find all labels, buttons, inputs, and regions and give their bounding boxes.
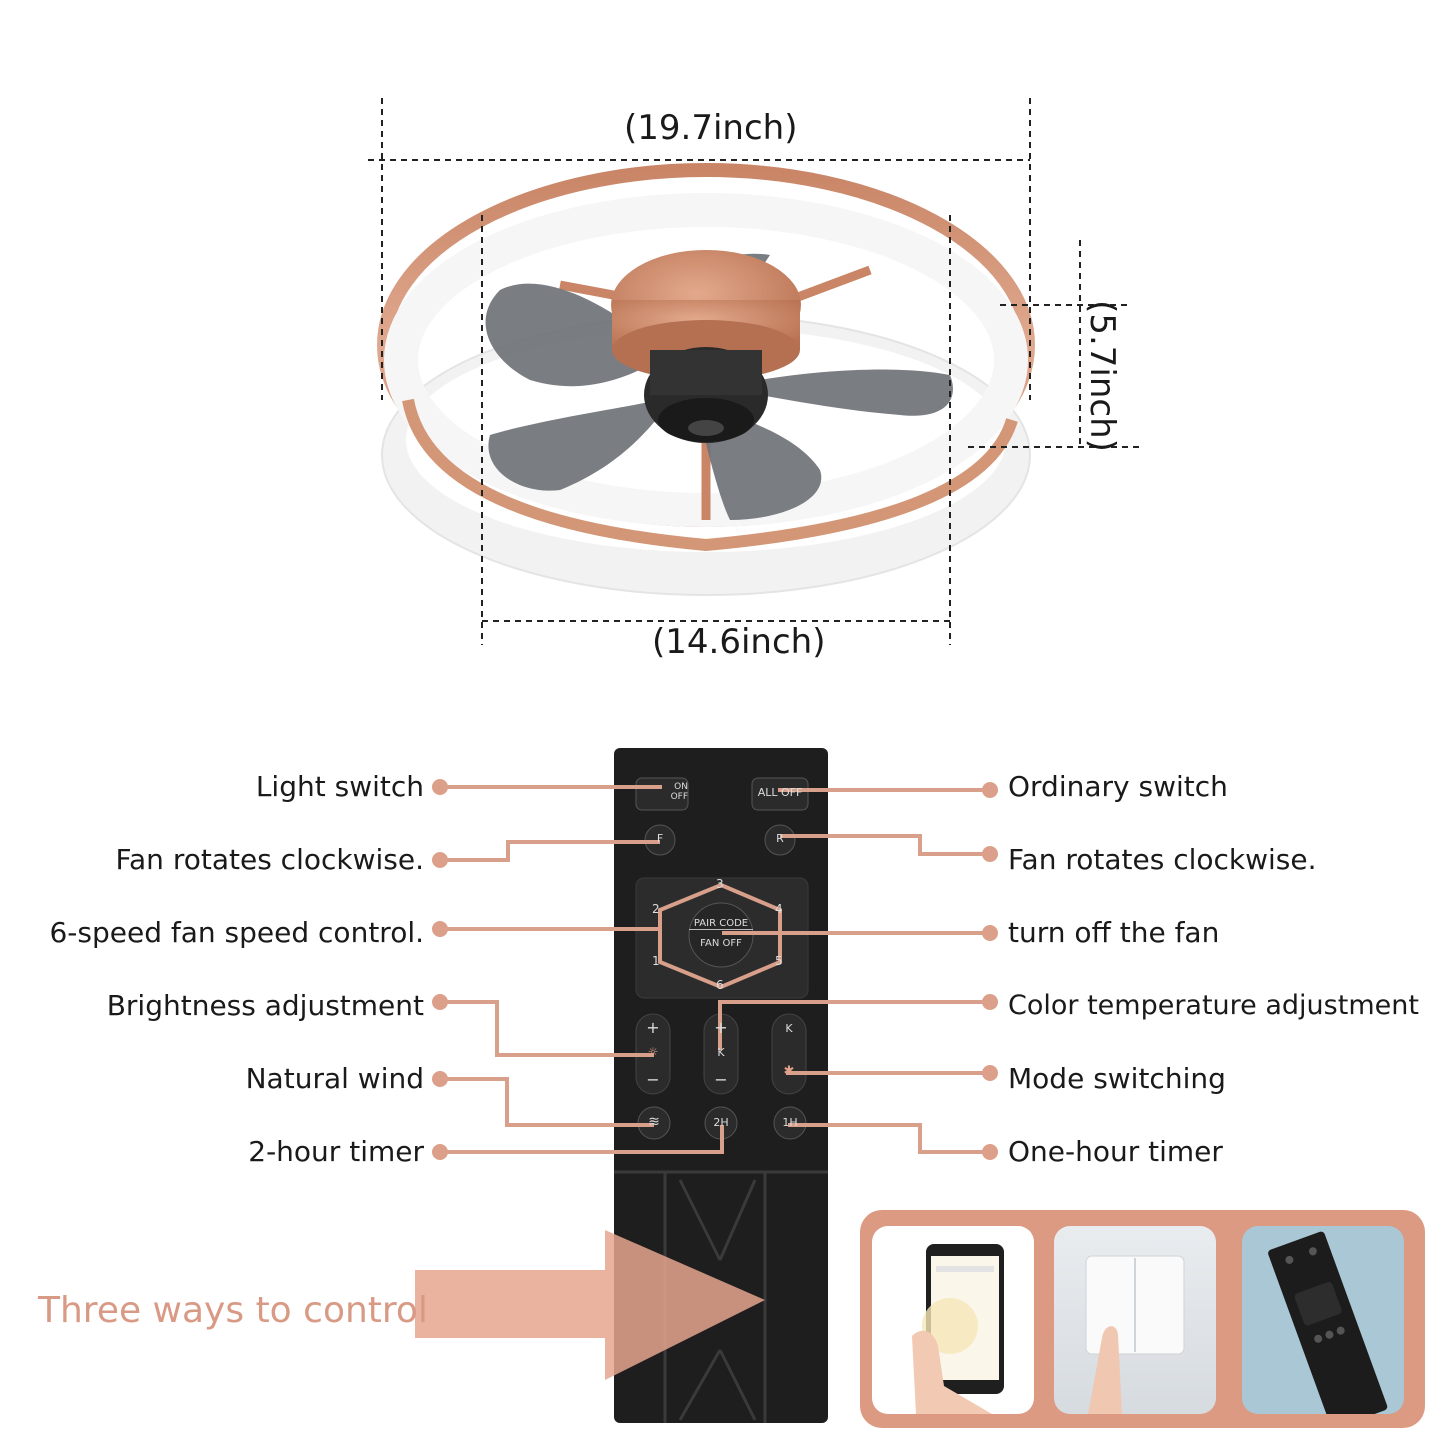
callout-speed-control: 6-speed fan speed control.: [49, 916, 424, 949]
dimension-lines: [368, 98, 1142, 645]
callout-fan-clockwise-right: Fan rotates clockwise.: [1008, 843, 1317, 876]
control-methods-panel: [860, 1210, 1425, 1428]
inner-width-label: (14.6inch): [652, 622, 826, 662]
color-temp-label: K: [717, 1046, 725, 1059]
speed-6-button[interactable]: 6: [716, 978, 724, 992]
speed-3-button[interactable]: 3: [716, 877, 724, 891]
on-label: ON: [674, 782, 688, 792]
wall-switch-thumbnail: [1054, 1226, 1216, 1414]
callout-fan-clockwise-left: Fan rotates clockwise.: [115, 843, 424, 876]
callout-color-temp: Color temperature adjustment: [1008, 990, 1419, 1021]
speed-1-button[interactable]: 1: [652, 954, 660, 968]
off-label: OFF: [670, 792, 688, 802]
three-ways-headline: Three ways to control: [38, 1290, 428, 1331]
speed-2-button[interactable]: 2: [652, 902, 660, 916]
brightness-icon: ☼: [647, 1045, 659, 1059]
brightness-plus-button[interactable]: +: [646, 1018, 660, 1037]
brightness-minus-button[interactable]: −: [646, 1070, 660, 1089]
arrow-graphic: [415, 1230, 765, 1380]
fan-dimension-diagram: [368, 98, 1142, 645]
timer-1h-button[interactable]: 1H: [782, 1116, 798, 1129]
phone-app-thumbnail: [872, 1226, 1034, 1414]
natural-wind-icon[interactable]: ≋: [648, 1114, 660, 1130]
remote-thumbnail: [1242, 1226, 1404, 1414]
timer-2h-button[interactable]: 2H: [713, 1116, 729, 1129]
speed-5-button[interactable]: 5: [775, 954, 783, 968]
callout-mode-switching: Mode switching: [1008, 1062, 1226, 1095]
fan-off-button[interactable]: FAN OFF: [700, 938, 742, 949]
mode-k-button[interactable]: K: [785, 1022, 793, 1035]
color-temp-minus-button[interactable]: −: [714, 1070, 728, 1089]
color-temp-plus-button[interactable]: +: [714, 1018, 728, 1037]
light-on-off-button[interactable]: ON OFF: [638, 782, 688, 802]
speed-4-button[interactable]: 4: [775, 902, 783, 916]
callout-brightness: Brightness adjustment: [106, 989, 424, 1022]
reverse-button[interactable]: R: [776, 832, 784, 845]
mode-switch-icon[interactable]: ✱: [783, 1064, 795, 1079]
callout-ordinary-switch: Ordinary switch: [1008, 770, 1228, 803]
pair-code-button[interactable]: PAIR CODE: [689, 918, 753, 930]
callout-turn-off-fan: turn off the fan: [1008, 916, 1220, 949]
forward-button[interactable]: F: [656, 832, 664, 845]
callout-1h-timer: One-hour timer: [1008, 1135, 1223, 1168]
callout-natural-wind: Natural wind: [245, 1062, 424, 1095]
callout-light-switch: Light switch: [255, 770, 424, 803]
all-off-button[interactable]: ALL OFF: [757, 786, 803, 799]
overall-width-label: (19.7inch): [624, 108, 798, 148]
speed-hexagon: [658, 882, 782, 990]
callout-2h-timer: 2-hour timer: [248, 1135, 424, 1168]
